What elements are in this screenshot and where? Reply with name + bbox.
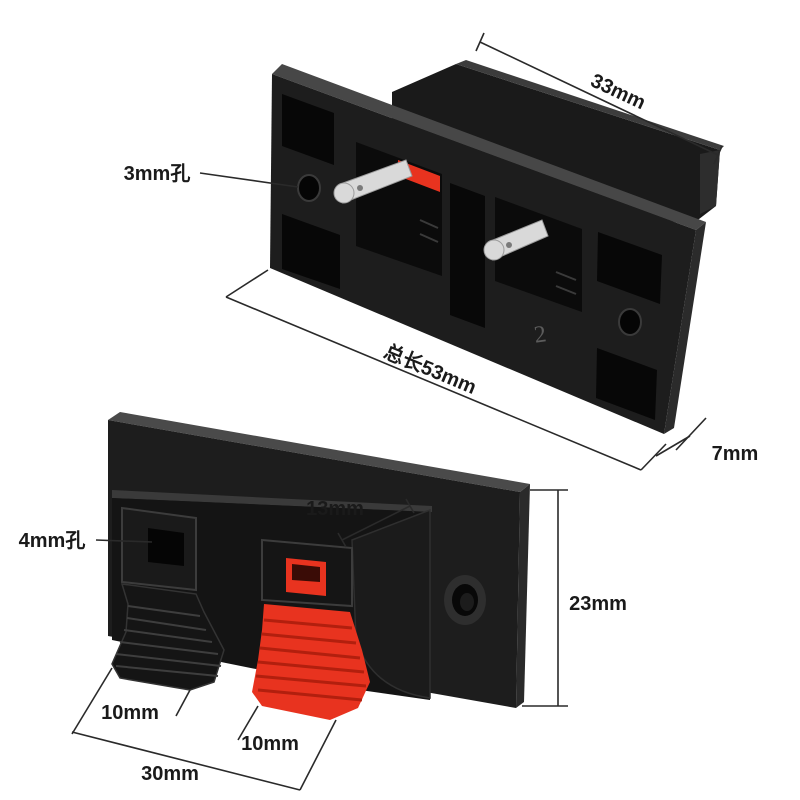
- clip-width-dimension-label: 13mm: [306, 498, 364, 520]
- front-mounting-hole-inner: [460, 593, 474, 611]
- black-clip-rib: [123, 629, 213, 643]
- solder-tab-right-end: [483, 239, 505, 261]
- front-hole-callout-leader: [95, 539, 153, 543]
- red-clip-extension-right: [299, 719, 337, 791]
- width-dimension-tick-start: [475, 32, 485, 52]
- black-clip-rib: [119, 641, 219, 655]
- plate-square-hole-top-left: [282, 94, 334, 165]
- back-housing-top-edge: [456, 60, 724, 150]
- length-dimension-line: [225, 296, 642, 471]
- height-dimension-label: 23mm: [569, 593, 627, 615]
- terminal-window-right-spring: [555, 271, 577, 281]
- solder-tab-left-hole: [357, 185, 363, 191]
- terminal-window-left-spring: [419, 233, 439, 243]
- red-clip-rib: [257, 688, 363, 702]
- mounting-hole-right: [618, 308, 642, 336]
- clip-width-tick-end: [405, 498, 415, 514]
- black-clip-extension-right: [175, 689, 191, 717]
- back-housing-side-face: [700, 150, 720, 214]
- clip-housing-step-edge: [112, 490, 432, 512]
- black-clip-wire-hole: [148, 528, 184, 566]
- front-hole-callout-label: 4mm孔: [19, 529, 86, 552]
- back-plate-top-edge: [272, 64, 706, 230]
- red-clip-rib: [261, 632, 357, 645]
- terminal-window-right: [495, 197, 582, 312]
- solder-tab-left-end: [333, 182, 355, 204]
- hole-callout-leader: [199, 172, 299, 188]
- red-clip-width-label: 10mm: [241, 733, 299, 755]
- back-view: 2 33mm 3mm孔 总长53mm 7mm: [124, 32, 759, 471]
- front-plate-side-edge: [516, 484, 530, 708]
- red-clip-rib: [257, 660, 365, 674]
- terminal-number-emboss: 2: [533, 321, 549, 348]
- width-dimension-tick-end: [713, 145, 723, 165]
- back-housing-body: [392, 64, 720, 226]
- plate-square-hole-bottom-left: [282, 214, 340, 289]
- black-clip-rib: [115, 665, 219, 677]
- mounting-hole-left: [297, 174, 321, 202]
- back-plate-side-edge: [664, 222, 706, 434]
- clip-span-dimension-label: 30mm: [141, 763, 199, 785]
- red-clip-rib: [259, 646, 361, 660]
- hole-callout-label: 3mm孔: [124, 162, 191, 185]
- thickness-extension-line-back: [675, 417, 707, 451]
- black-clip-rib: [127, 605, 201, 617]
- black-spring-clip: [111, 506, 225, 691]
- solder-tab-right: [483, 219, 549, 261]
- clip-width-tick-start: [337, 532, 347, 548]
- black-clip-rib: [115, 653, 222, 667]
- terminal-window-left-spring: [419, 219, 439, 229]
- plate-square-hole-top-right: [597, 232, 662, 304]
- plate-square-hole-bottom-right: [596, 348, 657, 420]
- black-clip-width-label: 10mm: [101, 702, 159, 724]
- clip-span-dimension-line: [71, 731, 301, 791]
- center-divider-slot: [450, 183, 485, 328]
- length-extension-line-left: [225, 269, 269, 298]
- length-extension-line-right: [640, 443, 667, 471]
- solder-tab-left: [333, 159, 413, 204]
- red-clip-rib: [263, 618, 353, 630]
- thickness-dimension-label: 7mm: [712, 443, 759, 465]
- black-clip-rib: [126, 617, 207, 631]
- thickness-dimension-line: [655, 435, 691, 457]
- terminal-window-right-spring: [555, 285, 577, 295]
- front-plate-top-edge: [108, 412, 530, 492]
- red-clip-wire-hole: [292, 564, 320, 582]
- black-clip-extension-left: [71, 667, 113, 735]
- red-clip-rib: [255, 674, 367, 688]
- width-dimension-line: [479, 41, 719, 156]
- red-spring-clip: [252, 538, 370, 720]
- clip-width-dimension-line: [341, 505, 411, 541]
- front-view: 13mm 4mm孔 23mm 10mm 10mm 30mm: [19, 412, 627, 791]
- red-clip-extension-left: [237, 705, 259, 741]
- solder-tab-right-hole: [506, 242, 512, 248]
